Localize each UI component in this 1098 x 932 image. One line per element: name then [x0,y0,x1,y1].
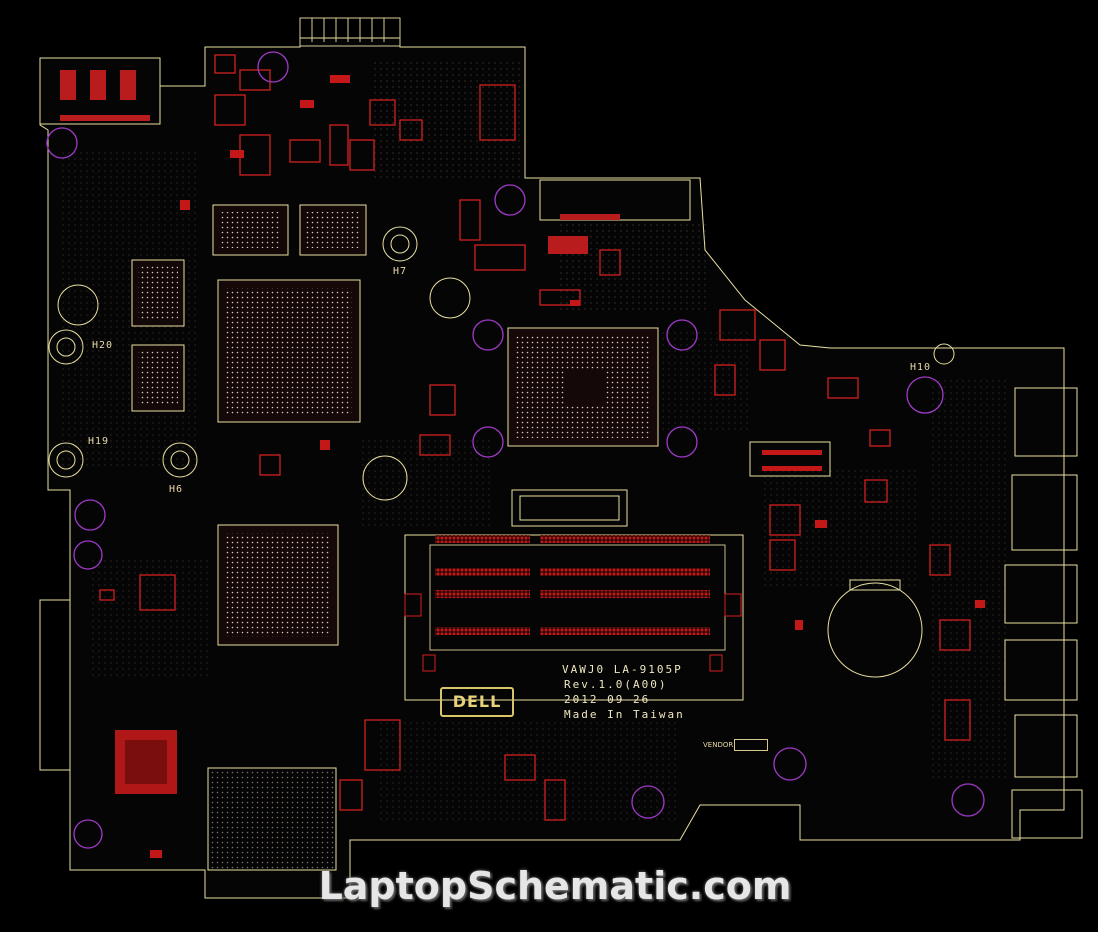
mounting-hole-h20 [48,329,84,365]
ram-slot [404,534,744,701]
mounting-hole-h19 [48,442,84,478]
mounting-hole-h6 [162,442,198,478]
tooling-rings [46,51,985,849]
dell-logo: DELL [440,687,514,717]
hole-label-h6: H6 [169,484,184,495]
board-model: VAWJ0 LA-9105P [562,663,683,676]
cpu-bga [507,327,659,447]
mounting-hole-h7 [382,226,418,262]
hole-label-h20: H20 [92,340,114,351]
watermark: LaptopSchematic.com [318,864,792,908]
coin-battery [827,579,923,678]
hole-label-h10: H10 [910,362,932,373]
gpu-bga [217,279,361,423]
right-ports [1004,387,1083,839]
board-revision: Rev.1.0(A00) [564,678,668,691]
vendor-box [734,739,768,751]
board-date: 2012-09-26 [564,693,651,706]
pch-bga [217,524,339,646]
vendor-label: VENDOR [703,741,734,749]
hole-label-h19: H19 [88,436,110,447]
board-origin: Made In Taiwan [564,708,685,721]
mounting-hole-h10 [933,343,955,365]
ec-chip [115,730,177,794]
power-connector [39,57,161,125]
memory-chip-group-top [131,204,367,412]
hole-label-h7: H7 [393,266,408,277]
